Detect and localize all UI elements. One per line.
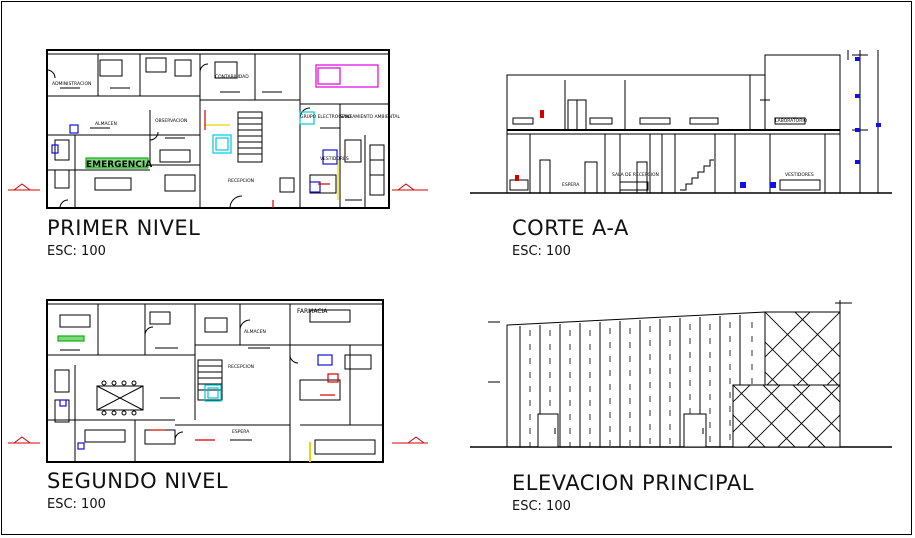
scale-primer-nivel: ESC: 100 (47, 244, 106, 259)
plan-primer-colored-details (51, 64, 379, 208)
label-recepcion-2: RECEPCION (228, 364, 254, 370)
label-contabilidad: CONTABILIDAD (215, 74, 249, 80)
section-labels: LABORATORIO VESTIDORES ESPERA SALA DE RE… (562, 118, 814, 188)
elevation-principal (470, 300, 892, 448)
label-vestidores-corte: VESTIDORES (785, 172, 814, 178)
title-segundo-nivel: SEGUNDO NIVEL (47, 469, 229, 493)
title-corte-aa: CORTE A-A (512, 216, 629, 240)
label-observacion: OBSERVACION (155, 118, 187, 124)
scale-elevacion-principal: ESC: 100 (512, 499, 571, 514)
label-administracion: ADMINISTRACION (52, 81, 91, 87)
section-colored-marks (515, 57, 881, 188)
label-farmacia: FARMACIA (297, 308, 328, 315)
plan-primer-nivel (8, 49, 428, 209)
label-vestidores: VESTIDORES (320, 156, 349, 162)
label-recepcion: RECEPCION (228, 178, 254, 184)
label-almacen: ALMACEN (95, 121, 117, 127)
title-primer-nivel: PRIMER NIVEL (47, 216, 201, 240)
label-grupo-electrogeno: GRUPO ELECTROGENO (300, 114, 352, 120)
label-espera-2: ESPERA (232, 429, 250, 435)
title-elevacion-principal: ELEVACION PRINCIPAL (512, 471, 754, 495)
plan-segundo-labels: FARMACIA ALMACEN RECEPCION ESPERA (228, 308, 328, 435)
label-sala-recepcion: SALA DE RECEPCION (612, 172, 659, 178)
label-saneamiento: SANEAMIENTO AMBIENTAL (340, 114, 401, 120)
elevation-glass-pattern (733, 312, 840, 447)
label-espera-corte: ESPERA (562, 182, 580, 188)
plan-segundo-nivel (8, 299, 428, 463)
label-emergencia: EMERGENCIA (86, 160, 152, 170)
plan-segundo-colored-details (57, 335, 339, 462)
section-corte-aa (470, 50, 892, 194)
label-laboratorio: LABORATORIO (775, 118, 808, 124)
scale-segundo-nivel: ESC: 100 (47, 497, 106, 512)
plan-primer-labels: ADMINISTRACION ALMACEN CONTABILIDAD OBSE… (52, 74, 401, 184)
scale-corte-aa: ESC: 100 (512, 244, 571, 259)
label-almacen-2: ALMACEN (244, 329, 266, 335)
